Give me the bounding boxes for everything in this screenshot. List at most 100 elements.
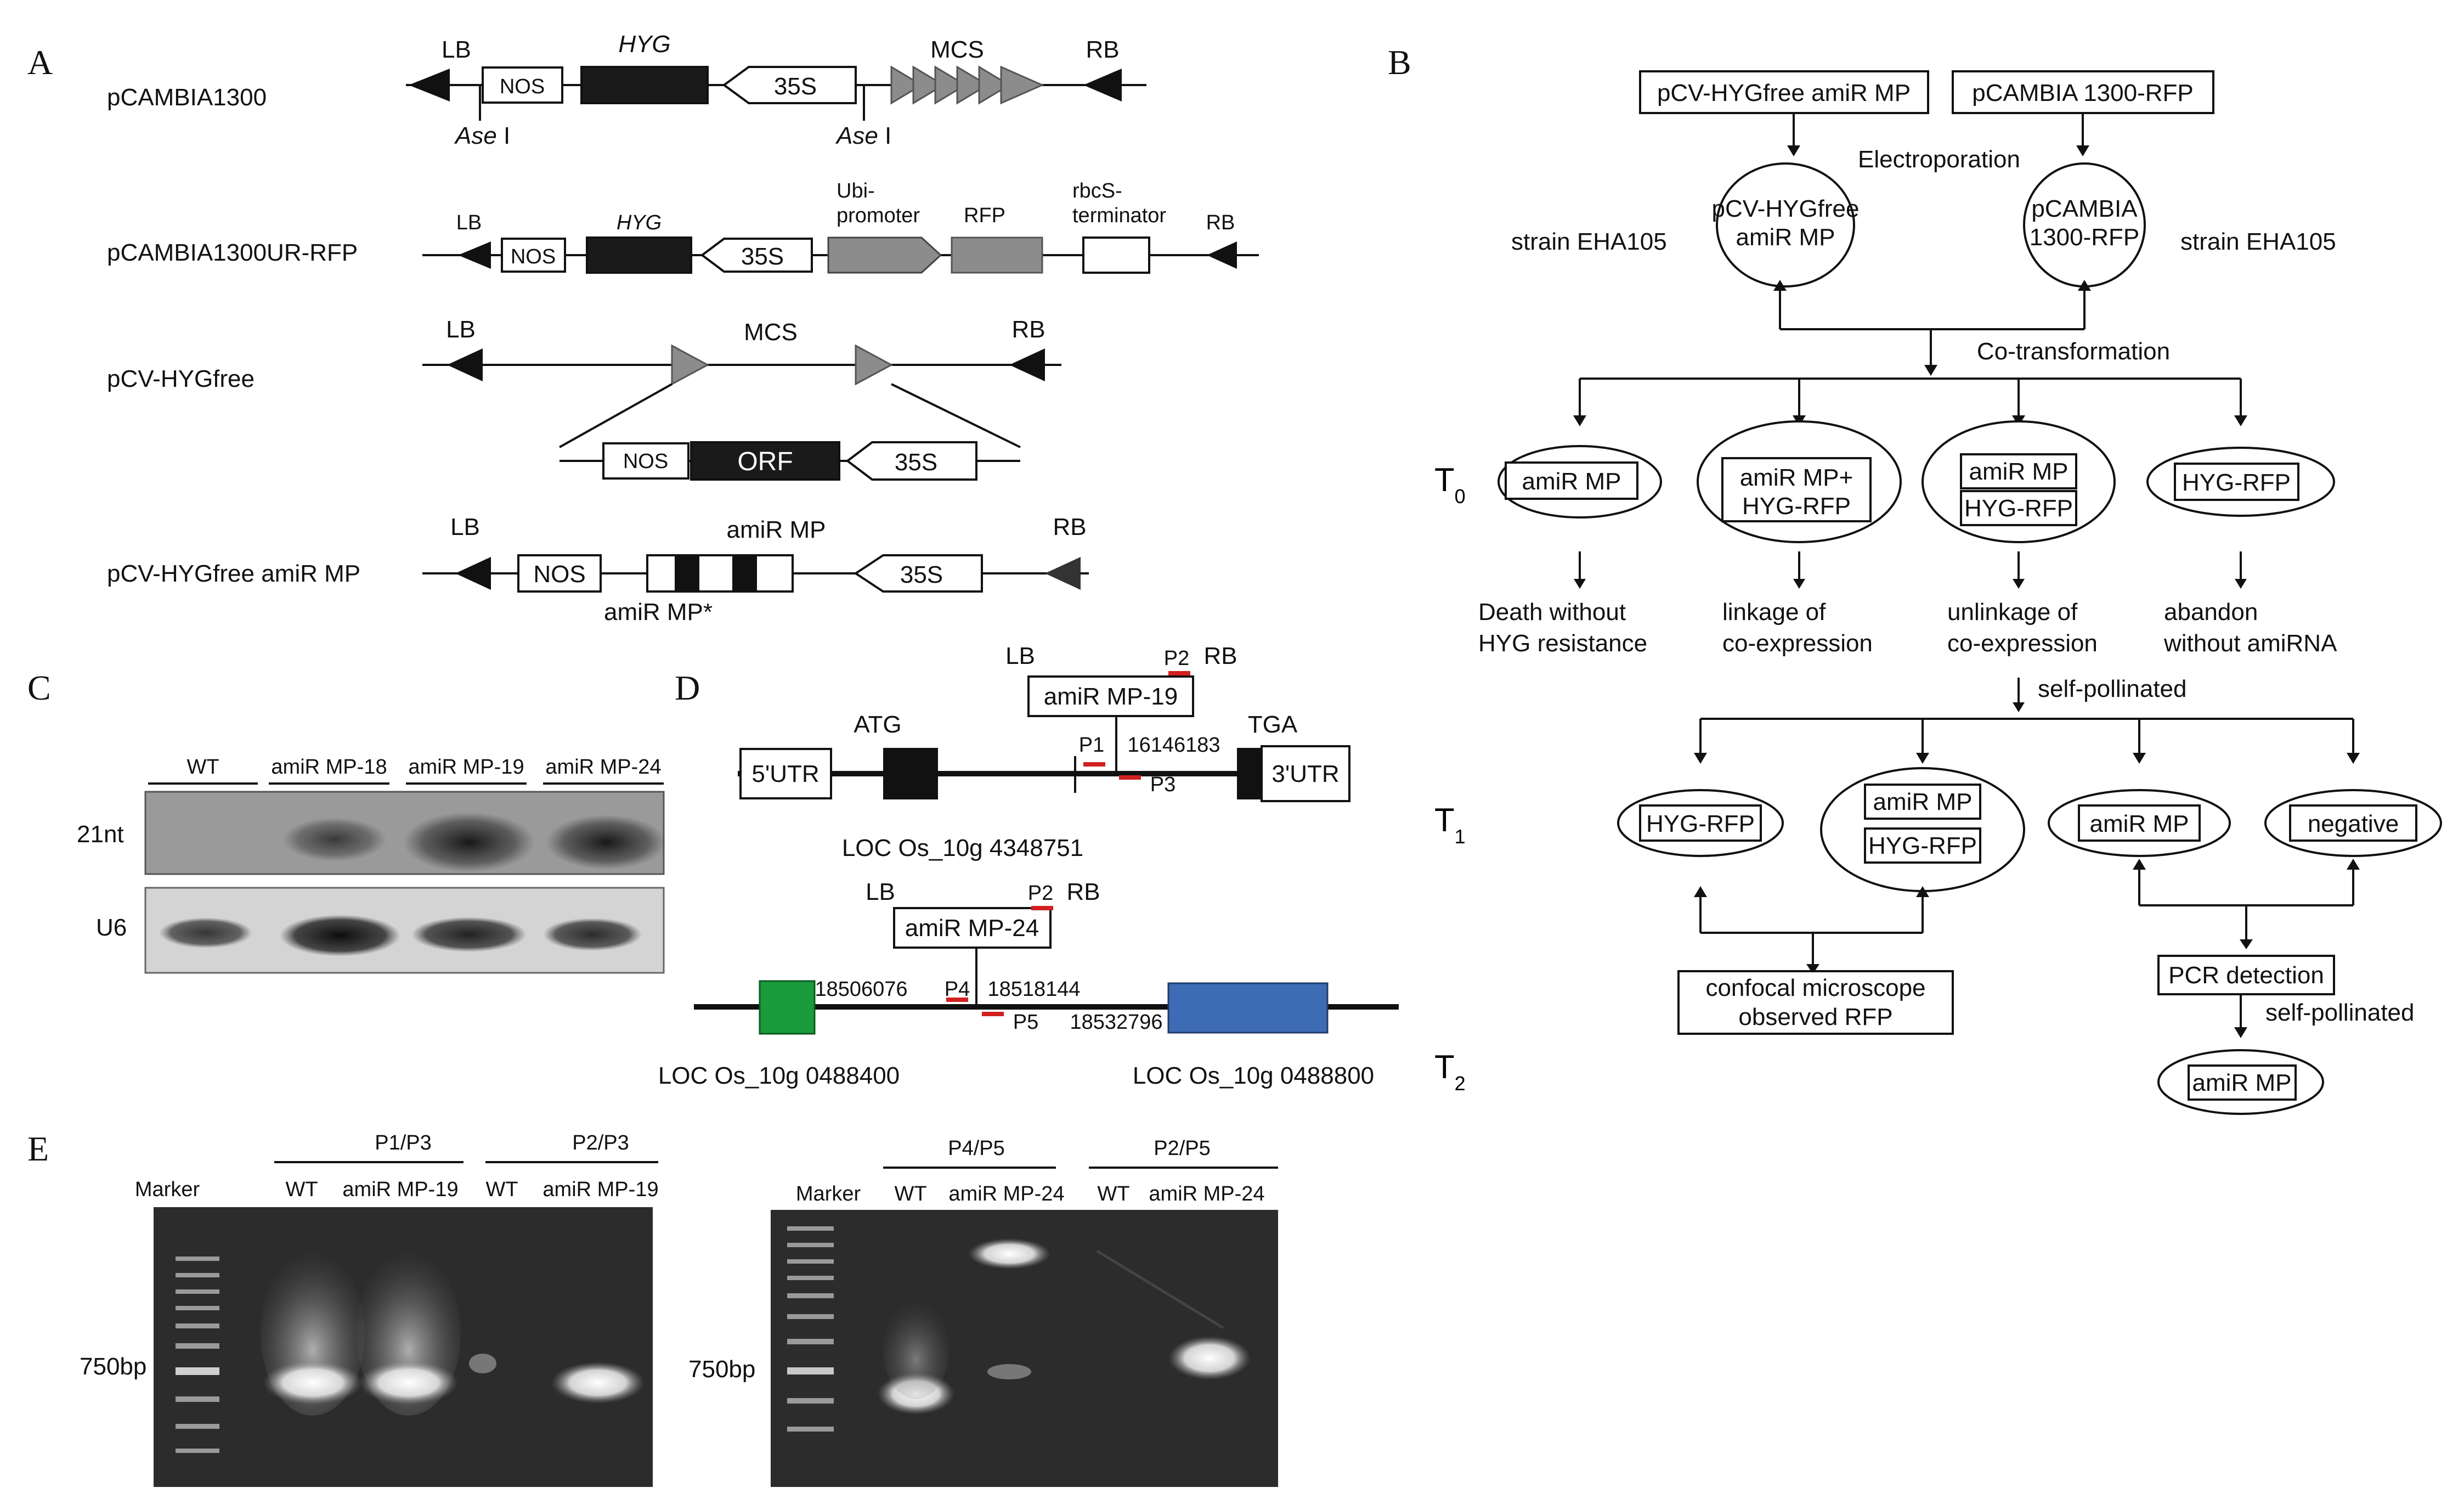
gen-label-t0: T0: [1434, 461, 1466, 508]
t1-box-b2: [1864, 827, 1981, 864]
mcs-sites: [890, 65, 1044, 105]
t1-label-c: amiR MP: [2090, 810, 2189, 837]
insert-box: [893, 907, 1052, 949]
exon-block: [883, 748, 938, 799]
terminator-label: terminator: [1072, 204, 1166, 227]
construct-pcv-hygfree-amir-mp: pCV-HYGfree amiR MP LB NOS amiR MP amiR …: [107, 514, 1089, 626]
t0-box-c2: [1960, 490, 2077, 526]
lb-arrow: [447, 348, 483, 381]
hyg-label: HYG: [618, 31, 670, 58]
t1-label-a: HYG-RFP: [1646, 810, 1755, 837]
utr5-label: 5'UTR: [751, 760, 819, 787]
electroporation-label: Electroporation: [1858, 146, 2020, 173]
position-label: 18506076: [815, 978, 907, 1001]
self-pollinated-label-2: self-pollinated: [2265, 999, 2415, 1026]
primer-label: P2: [1028, 882, 1053, 905]
t0-box-b: [1721, 457, 1872, 522]
ladder-label: 750bp: [80, 1353, 146, 1380]
t0-label-c1: amiR MP: [1969, 458, 2069, 485]
rb-label: RB: [1011, 316, 1045, 343]
pcr-box: [2157, 955, 2335, 995]
agro-ellipse-1: [1716, 162, 1855, 288]
amir-block: [732, 555, 757, 591]
outcome-d2: without amiRNA: [2163, 630, 2337, 657]
lb-label: LB: [450, 514, 480, 540]
rfp-box: [951, 236, 1043, 274]
agro-label-2a: pCAMBIA: [2031, 195, 2138, 222]
t0-label-c2: HYG-RFP: [1964, 495, 2073, 522]
rfp-label: RFP: [964, 204, 1005, 227]
pcr-label: PCR detection: [2168, 962, 2324, 989]
construct-name: pCAMBIA1300: [107, 84, 267, 111]
construct-pcambia1300: pCAMBIA1300 LB NOS HYG 35S Ase I Ase I M…: [107, 31, 1146, 149]
agro-label-2b: 1300-RFP: [2030, 224, 2140, 251]
t1-box-c: [2078, 804, 2201, 842]
amir-star-block: [675, 555, 699, 591]
lane-label: WT: [485, 1178, 518, 1201]
orf-box: [690, 441, 840, 481]
blot-band: [546, 815, 666, 870]
rb-label: RB: [1203, 643, 1237, 669]
nos-box: [482, 66, 563, 104]
promoter-label: promoter: [837, 204, 920, 227]
t1-box-d: [2289, 804, 2417, 842]
primer-label: P4: [945, 978, 970, 1001]
lb-label: LB: [442, 36, 471, 63]
mcs-label: MCS: [744, 319, 798, 346]
position-label: 16146183: [1127, 734, 1220, 757]
primer-label: P1: [1079, 734, 1104, 757]
p35s-label: 35S: [900, 561, 943, 588]
amir-star-label: amiR MP*: [604, 599, 713, 626]
t1-label-b2: HYG-RFP: [1868, 832, 1977, 859]
vector-label-2: pCAMBIA 1300-RFP: [1972, 80, 2194, 106]
t1-label-b1: amiR MP: [1873, 788, 1973, 815]
primer-label: P3: [1150, 773, 1176, 796]
outcome-b2: co-expression: [1722, 630, 1873, 657]
confocal-box: [1677, 970, 1954, 1035]
blot-band: [282, 818, 387, 861]
vector-box-1: [1639, 70, 1929, 114]
construct-name: pCV-HYGfree amiR MP: [107, 560, 360, 587]
lane-label: WT: [285, 1178, 318, 1201]
ladder-label: 750bp: [688, 1356, 755, 1383]
construct-name: pCV-HYGfree: [107, 365, 255, 392]
rb-label: RB: [1206, 211, 1235, 234]
rb-label: RB: [1066, 878, 1100, 905]
t0-box-d: [2174, 463, 2299, 501]
rb-arrow: [1045, 557, 1081, 590]
outcome-c1: unlinkage of: [1947, 599, 2078, 626]
t0-box-c1: [1960, 453, 2077, 489]
panel-d: 5'UTR ATG TGA 3'UTR amiR MP-19 LB RB P2 …: [658, 643, 1399, 1089]
rb-arrow: [1207, 241, 1237, 269]
marker-ladder-right: [787, 1226, 834, 1432]
outcome-a1: Death without: [1478, 599, 1626, 626]
mcs-label: MCS: [930, 36, 984, 63]
orf-label: ORF: [737, 447, 793, 476]
panel-e: P1/P3 P2/P3 Marker WT amiR MP-19 WT amiR…: [80, 1131, 1278, 1487]
strain-label-right: strain EHA105: [2180, 228, 2336, 255]
hyg-label: HYG: [617, 211, 662, 234]
t1-label-d: negative: [2308, 810, 2399, 837]
gel-artifact: [1096, 1249, 1224, 1329]
strain-label-left: strain EHA105: [1511, 228, 1667, 255]
t2-box: [2188, 1064, 2297, 1101]
p35s-label: 35S: [895, 449, 937, 476]
panel-label-b: B: [1388, 43, 1411, 82]
lb-arrow: [458, 241, 491, 269]
lane-label: amiR MP-19: [342, 1178, 458, 1201]
blot-band: [280, 915, 400, 956]
promoter-35s: [854, 554, 983, 593]
t2-label: amiR MP: [2192, 1069, 2292, 1096]
p35s-label: 35S: [774, 73, 817, 100]
blot-band: [411, 917, 527, 952]
outcome-b1: linkage of: [1722, 599, 1826, 626]
lb-arrow: [409, 69, 450, 102]
panel-label-a: A: [27, 43, 53, 82]
marker-label: Marker: [135, 1178, 200, 1201]
ase-label: Ase I: [454, 122, 510, 149]
lb-label: LB: [456, 211, 482, 234]
rb-label: RB: [1053, 514, 1086, 540]
amir-cassette: [646, 554, 794, 593]
panel-label-c: C: [27, 668, 51, 707]
